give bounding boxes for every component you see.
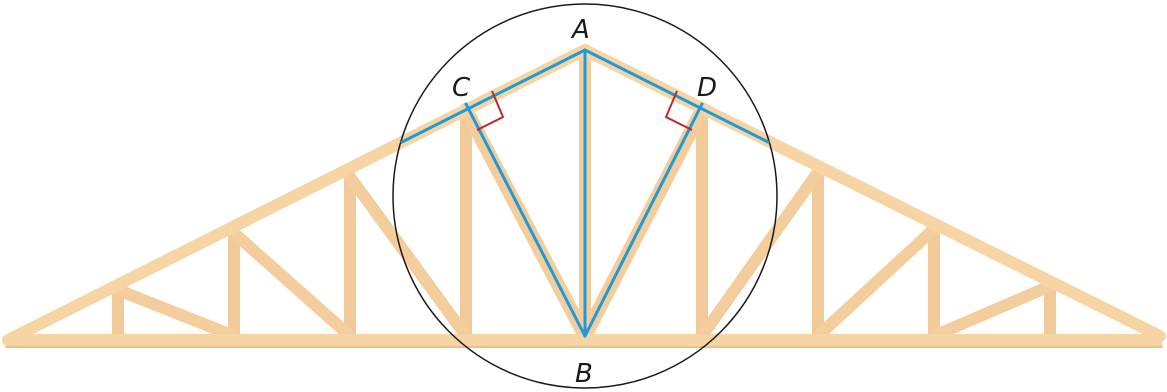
label-B: B bbox=[575, 359, 593, 389]
truss-diagonal bbox=[696, 166, 824, 342]
label-D: D bbox=[697, 73, 717, 103]
segment-DB bbox=[583, 102, 704, 338]
right-angle-C bbox=[476, 90, 505, 131]
truss-bottom-chord bbox=[6, 334, 1162, 348]
highlight-segments bbox=[400, 48, 770, 338]
truss-diagonal bbox=[228, 227, 356, 342]
right-angle-D bbox=[664, 90, 693, 131]
label-A: A bbox=[570, 15, 590, 45]
right-angle-markers bbox=[476, 90, 693, 131]
truss-diagonal bbox=[812, 223, 940, 342]
circumscribed-circle bbox=[392, 3, 778, 389]
label-C: C bbox=[452, 73, 471, 103]
truss-diagonal bbox=[112, 284, 240, 342]
truss-diagonal bbox=[928, 280, 1056, 342]
segment-chord-right bbox=[583, 48, 770, 144]
segment-CB bbox=[464, 102, 587, 338]
truss-diagonal bbox=[344, 171, 472, 342]
